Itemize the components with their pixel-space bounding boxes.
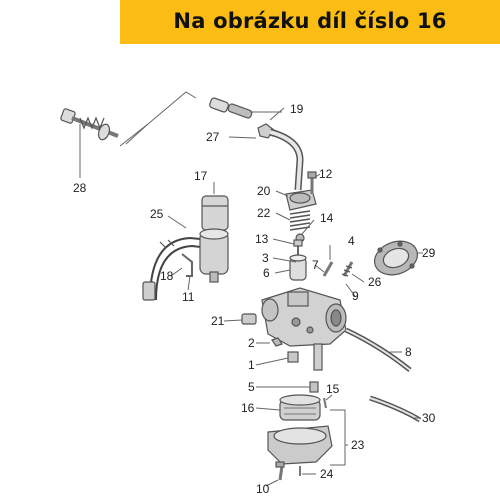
label-2: 2 <box>248 336 255 350</box>
label-6: 6 <box>263 266 270 280</box>
part-16-float <box>279 394 321 421</box>
leader-lines <box>79 107 423 487</box>
label-12: 12 <box>319 167 333 181</box>
part-18-bracket <box>181 253 193 277</box>
label-30: 30 <box>422 411 436 425</box>
label-14: 14 <box>320 211 334 225</box>
part-25-choke <box>142 228 229 301</box>
part-27-cable <box>257 123 304 191</box>
label-24: 24 <box>320 467 334 481</box>
carburetor-body <box>261 287 347 347</box>
part-number-labels: 19 27 28 17 20 12 22 14 25 13 3 7 4 29 1… <box>73 102 436 496</box>
label-19: 19 <box>290 102 304 116</box>
part-12-screw <box>307 171 317 194</box>
part-1-jet <box>287 351 299 363</box>
part-drawings <box>60 91 422 481</box>
part-19-pin <box>209 97 253 119</box>
label-13: 13 <box>255 232 269 246</box>
label-10: 10 <box>256 482 270 496</box>
part-emulsion-tube <box>313 343 323 371</box>
label-20: 20 <box>257 184 271 198</box>
label-25: 25 <box>150 207 164 221</box>
part-8-tube <box>344 327 412 372</box>
part-26-screw <box>341 261 354 277</box>
label-5: 5 <box>248 380 255 394</box>
label-1: 1 <box>248 358 255 372</box>
label-23: 23 <box>351 438 365 452</box>
part-22-spring <box>289 210 311 231</box>
label-17: 17 <box>194 169 208 183</box>
label-28: 28 <box>73 181 87 195</box>
part-10-screw <box>275 461 285 481</box>
part-4-screw <box>322 261 334 277</box>
label-18: 18 <box>160 269 174 283</box>
part-15-screw <box>323 397 327 409</box>
part-17-boot <box>201 195 229 231</box>
label-22: 22 <box>257 206 271 220</box>
label-26: 26 <box>368 275 382 289</box>
part-23-float-bowl <box>267 425 333 465</box>
part-5-main-jet <box>309 381 319 393</box>
label-8: 8 <box>405 345 412 359</box>
part-20-top-cap <box>285 189 317 211</box>
part-6-slide <box>289 254 307 281</box>
part-30-tube <box>369 395 422 423</box>
part-21-screw <box>241 313 257 325</box>
label-29: 29 <box>422 246 436 260</box>
label-3: 3 <box>262 251 269 265</box>
label-11: 11 <box>182 290 195 304</box>
part-2-nut <box>271 337 283 347</box>
label-15: 15 <box>326 382 340 396</box>
label-9: 9 <box>352 289 359 303</box>
title-banner: Na obrázku díl číslo 16 <box>120 0 500 44</box>
label-4: 4 <box>348 234 355 248</box>
part-28-screw-assembly <box>60 108 119 141</box>
part-29-gasket <box>374 240 418 276</box>
label-21: 21 <box>211 314 225 328</box>
label-16: 16 <box>241 401 255 415</box>
label-27: 27 <box>206 130 220 144</box>
title-text: Na obrázku díl číslo 16 <box>173 9 447 33</box>
label-7: 7 <box>312 258 319 272</box>
